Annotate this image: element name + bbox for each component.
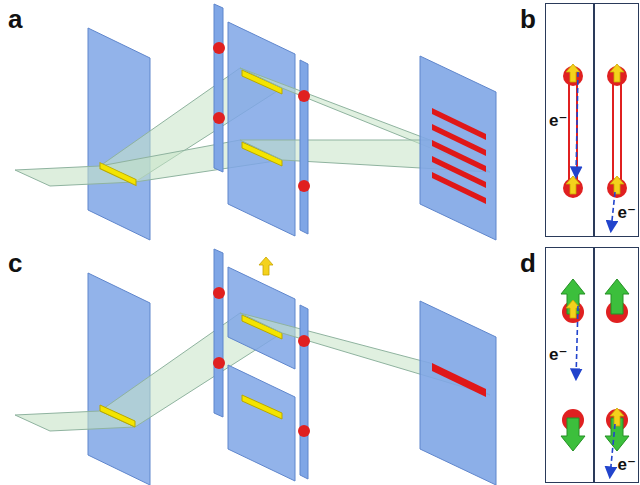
panel-d-spins — [561, 279, 629, 476]
panel-letter: b — [520, 6, 536, 32]
electron-label: e⁻ — [618, 204, 636, 221]
spin-panel: e⁻ — [545, 3, 594, 237]
electron-label: e⁻ — [618, 456, 636, 473]
panel-c-setup — [15, 249, 496, 485]
panel-letter: d — [520, 250, 536, 276]
panel-b-spins — [563, 64, 627, 230]
spin-panel: e⁻ — [594, 3, 639, 237]
electron-label: e⁻ — [549, 346, 567, 363]
spin-panel: e⁻ — [545, 247, 594, 483]
panel-letter: a — [8, 6, 22, 32]
panel-letter: c — [8, 250, 22, 276]
spin-panel: e⁻ — [594, 247, 639, 483]
panel-a-setup — [15, 4, 496, 240]
electron-label: e⁻ — [549, 112, 567, 129]
